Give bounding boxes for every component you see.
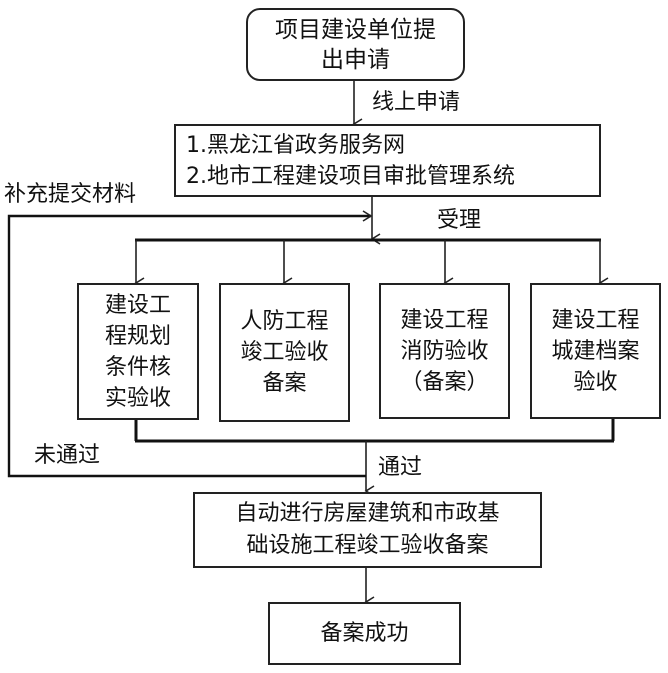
check-line: 建设工 <box>104 292 171 318</box>
check-node-planning: 建设工 程规划 条件核 实验收 <box>77 283 199 420</box>
portal-node: 1.黑龙江省政务服务网 2.地市工程建设项目审批管理系统 <box>174 124 601 197</box>
auto-record-node: 自动进行房屋建筑和市政基 础设施工程竣工验收备案 <box>193 492 542 568</box>
start-node: 项目建设单位提 出申请 <box>246 8 465 81</box>
check-line: 竣工验收 <box>240 340 329 365</box>
edge-label-accept: 受理 <box>437 208 482 233</box>
check-line: 人防工程 <box>240 309 329 334</box>
portal-line-1: 1.黑龙江省政务服务网 <box>186 132 405 158</box>
auto-record-line: 自动进行房屋建筑和市政基 <box>235 501 500 526</box>
start-node-line: 出申请 <box>321 46 390 73</box>
check-line: 备案 <box>262 371 307 396</box>
auto-record-line: 础设施工程竣工验收备案 <box>246 533 489 558</box>
portal-line-2: 2.地市工程建设项目审批管理系统 <box>186 163 515 189</box>
loop-fail-supplement <box>7 210 373 478</box>
success-line: 备案成功 <box>320 620 409 646</box>
check-line: 消防验收 <box>400 338 489 364</box>
start-node-line: 项目建设单位提 <box>275 16 436 43</box>
check-line: 验收 <box>573 369 618 395</box>
check-line: （备案） <box>400 369 489 395</box>
check-line: 城建档案 <box>551 338 640 364</box>
check-node-civil-defense: 人防工程 竣工验收 备案 <box>219 283 350 422</box>
edge-label-pass: 通过 <box>378 455 423 480</box>
check-line: 建设工程 <box>551 307 640 333</box>
check-node-fire: 建设工程 消防验收 （备案） <box>379 283 510 419</box>
success-node: 备案成功 <box>268 602 461 665</box>
check-line: 程规划 <box>104 323 171 349</box>
check-line: 建设工程 <box>400 307 489 333</box>
edge-label-online: 线上申请 <box>372 90 461 115</box>
check-line: 实验收 <box>104 385 171 411</box>
check-node-archive: 建设工程 城建档案 验收 <box>530 283 661 419</box>
edge-label-supplement: 补充提交材料 <box>4 182 137 207</box>
edge-label-fail: 未通过 <box>34 443 101 468</box>
check-line: 条件核 <box>104 354 171 380</box>
